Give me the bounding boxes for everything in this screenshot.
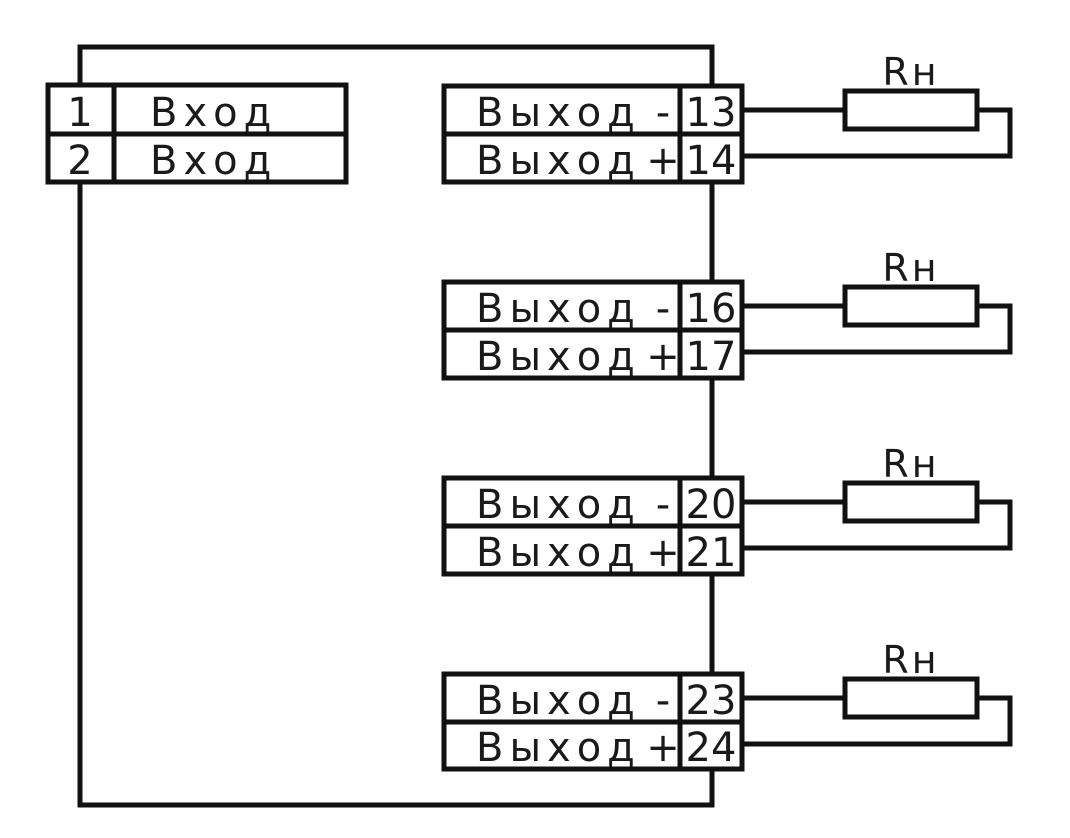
- polarity-plus: +: [646, 138, 680, 184]
- output-label: Выход: [476, 530, 641, 576]
- output-pin-number: 23: [686, 678, 737, 724]
- polarity-plus: +: [646, 530, 680, 576]
- output-pin-number: 17: [686, 334, 737, 380]
- input-pin-number: 2: [67, 138, 92, 184]
- output-pin-number: 24: [686, 725, 737, 771]
- input-terminal-block: 1 Вход 2 Вход: [45, 82, 349, 185]
- output-label: Выход: [476, 138, 641, 184]
- output-label: Выход: [476, 90, 641, 136]
- load-resistor: Rн: [739, 246, 1013, 355]
- input-label: Вход: [150, 138, 277, 184]
- output-terminal-block: Выход - 16 Выход + 17: [441, 279, 745, 381]
- load-wire-plus: [739, 107, 1013, 159]
- load-wire-plus: [739, 695, 1013, 747]
- load-resistor: Rн: [739, 442, 1013, 551]
- polarity-minus: -: [656, 678, 670, 724]
- polarity-minus: -: [656, 286, 670, 332]
- resistor-icon: [842, 480, 980, 524]
- output-label: Выход: [476, 286, 641, 332]
- resistor-icon: [842, 284, 980, 328]
- polarity-plus: +: [646, 334, 680, 380]
- input-pin-number: 1: [67, 90, 92, 136]
- output-pin-number: 21: [686, 530, 737, 576]
- output-pin-number: 14: [686, 138, 737, 184]
- load-label: Rн: [882, 246, 939, 290]
- output-label: Выход: [476, 482, 641, 528]
- output-terminal-block: Выход - 20 Выход + 21: [441, 475, 745, 577]
- load-wire-plus: [739, 303, 1013, 355]
- polarity-minus: -: [656, 482, 670, 528]
- output-label: Выход: [476, 678, 641, 724]
- polarity-plus: +: [646, 725, 680, 771]
- load-resistor: Rн: [739, 50, 1013, 159]
- polarity-minus: -: [656, 90, 670, 136]
- resistor-icon: [842, 676, 980, 720]
- load-wire-plus: [739, 499, 1013, 551]
- load-label: Rн: [882, 50, 939, 94]
- output-label: Выход: [476, 725, 641, 771]
- output-terminal-block: Выход - 23 Выход + 24: [441, 671, 745, 772]
- output-label: Выход: [476, 334, 641, 380]
- load-resistor: Rн: [739, 638, 1013, 747]
- output-pin-number: 20: [686, 482, 737, 528]
- load-label: Rн: [882, 442, 939, 486]
- load-label: Rн: [882, 638, 939, 682]
- output-terminal-block: Выход - 13 Выход + 14: [441, 83, 745, 185]
- resistor-icon: [842, 88, 980, 132]
- output-pin-number: 16: [686, 286, 737, 332]
- output-pin-number: 13: [686, 90, 737, 136]
- input-label: Вход: [150, 90, 277, 136]
- device-outline: [77, 44, 715, 808]
